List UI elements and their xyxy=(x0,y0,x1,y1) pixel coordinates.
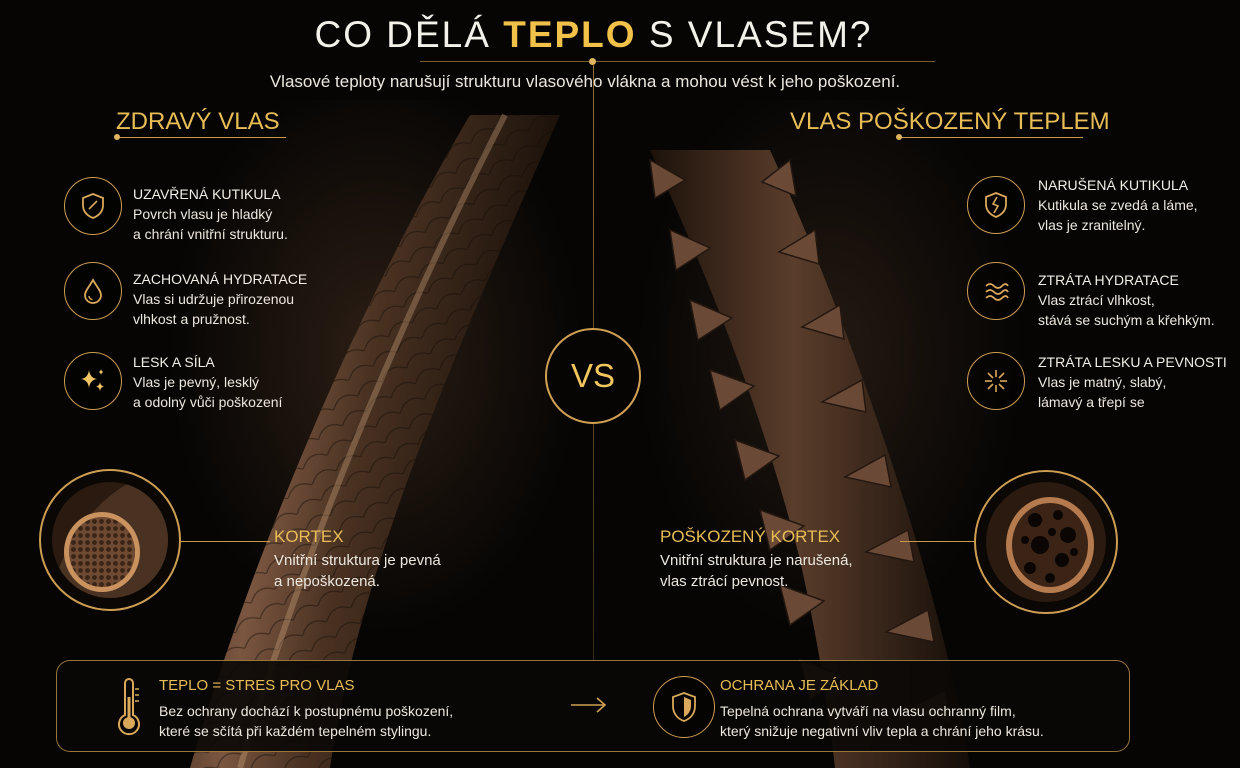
heat-stress-description: Bez ochrany dochází k postupnému poškoze… xyxy=(159,701,453,741)
sparkles-icon xyxy=(64,352,122,410)
feature-text-line: vlas je zranitelný. xyxy=(1038,217,1146,233)
feature-closed-cuticle: UZAVŘENÁ KUTIKULA Povrch vlasu je hladký… xyxy=(133,184,288,244)
feature-title: ZTRÁTA LESKU A PEVNOSTI xyxy=(1038,354,1227,370)
title-underline-dot xyxy=(589,58,596,65)
damaged-cortex-cross-section xyxy=(974,470,1118,614)
healthy-hair-heading: ZDRAVÝ VLAS xyxy=(116,108,280,135)
feature-text-line: a chrání vnitřní strukturu. xyxy=(133,226,288,242)
vs-badge: VS xyxy=(545,328,641,424)
damaged-cortex-text-line: Vnitřní struktura je narušená, xyxy=(660,552,853,569)
page-subtitle: Vlasové teploty narušují strukturu vlaso… xyxy=(269,72,901,91)
feature-shine-loss: ZTRÁTA LESKU A PEVNOSTI Vlas je matný, s… xyxy=(1038,352,1227,412)
feature-title: UZAVŘENÁ KUTIKULA xyxy=(133,186,281,202)
thermometer-icon xyxy=(115,677,143,741)
title-part-2: S VLASEM? xyxy=(636,14,873,55)
feature-text-line: Vlas je matný, slabý, xyxy=(1038,374,1167,390)
feature-hydration: ZACHOVANÁ HYDRATACE Vlas si udržuje přir… xyxy=(133,269,307,329)
damaged-heading-underline xyxy=(898,137,1083,138)
damaged-cortex-description: Vnitřní struktura je narušená, vlas ztrá… xyxy=(660,550,853,592)
water-drop-icon xyxy=(64,262,122,320)
healthy-heading-dot xyxy=(114,134,120,140)
broken-burst-icon xyxy=(967,352,1025,410)
damaged-cortex-text-line: vlas ztrácí pevnost. xyxy=(660,573,789,590)
damaged-cortex-title: POŠKOZENÝ KORTEX xyxy=(660,527,841,546)
cracked-shield-icon xyxy=(967,176,1025,234)
title-underline xyxy=(420,61,935,62)
feature-text-line: Vlas ztrácí vlhkost, xyxy=(1038,292,1155,308)
bottom-summary-panel: TEPLO = STRES PRO VLAS Bez ochrany dochá… xyxy=(56,660,1130,752)
feature-text-line: Kutikula se zvedá a láme, xyxy=(1038,197,1198,213)
feature-text-line: lámavý a třepí se xyxy=(1038,394,1145,410)
protection-title: OCHRANA JE ZÁKLAD xyxy=(720,677,879,694)
feature-title: NARUŠENÁ KUTIKULA xyxy=(1038,177,1189,193)
title-part-1: CO DĚLÁ xyxy=(314,14,504,55)
arrow-right-icon xyxy=(569,695,609,719)
cortex-text-line: Vnitřní struktura je pevná xyxy=(274,552,441,569)
feature-text-line: a odolný vůči poškození xyxy=(133,394,283,410)
protection-text-line: Tepelná ochrana vytváří na vlasu ochrann… xyxy=(720,703,1016,719)
heat-stress-text-line: které se sčítá při každém tepelném styli… xyxy=(159,723,432,739)
cortex-description: Vnitřní struktura je pevná a nepoškozená… xyxy=(274,550,441,592)
feature-title: ZACHOVANÁ HYDRATACE xyxy=(133,271,308,287)
protection-description: Tepelná ochrana vytváří na vlasu ochrann… xyxy=(720,701,1044,741)
title-highlight: TEPLO xyxy=(503,14,637,55)
feature-hydration-loss: ZTRÁTA HYDRATACE Vlas ztrácí vlhkost, st… xyxy=(1038,270,1215,330)
feature-title: ZTRÁTA HYDRATACE xyxy=(1038,272,1179,288)
healthy-heading-underline xyxy=(116,137,286,138)
feature-shine-strength: LESK A SÍLA Vlas je pevný, lesklý a odol… xyxy=(133,352,282,412)
waves-icon xyxy=(967,262,1025,320)
damaged-hair-heading: VLAS POŠKOZENÝ TEPLEM xyxy=(790,108,1110,135)
feature-text-line: Povrch vlasu je hladký xyxy=(133,206,273,222)
feature-text-line: Vlas si udržuje přirozenou xyxy=(133,291,295,307)
feature-text-line: vlhkost a pružnost. xyxy=(133,311,250,327)
page-title: CO DĚLÁ TEPLO S VLASEM? xyxy=(0,14,1187,56)
protection-text-line: který snižuje negativní vliv tepla a chr… xyxy=(720,723,1044,739)
feature-title: LESK A SÍLA xyxy=(133,354,215,370)
feature-damaged-cuticle: NARUŠENÁ KUTIKULA Kutikula se zvedá a lá… xyxy=(1038,175,1198,235)
feature-text-line: Vlas je pevný, lesklý xyxy=(133,374,260,390)
damaged-heading-dot xyxy=(896,134,902,140)
cortex-text-line: a nepoškozená. xyxy=(274,573,380,590)
damaged-cortex-pointer-line xyxy=(900,541,976,542)
heat-stress-title: TEPLO = STRES PRO VLAS xyxy=(159,677,355,694)
feature-text-line: stává se suchým a křehkým. xyxy=(1038,312,1215,328)
damaged-hair-strand xyxy=(649,150,970,768)
cortex-pointer-line xyxy=(180,541,270,542)
cortex-title: KORTEX xyxy=(274,527,344,546)
shield-icon xyxy=(653,676,715,738)
heat-stress-text-line: Bez ochrany dochází k postupnému poškoze… xyxy=(159,703,454,719)
shield-icon xyxy=(64,177,122,235)
healthy-cortex-cross-section xyxy=(39,469,181,611)
